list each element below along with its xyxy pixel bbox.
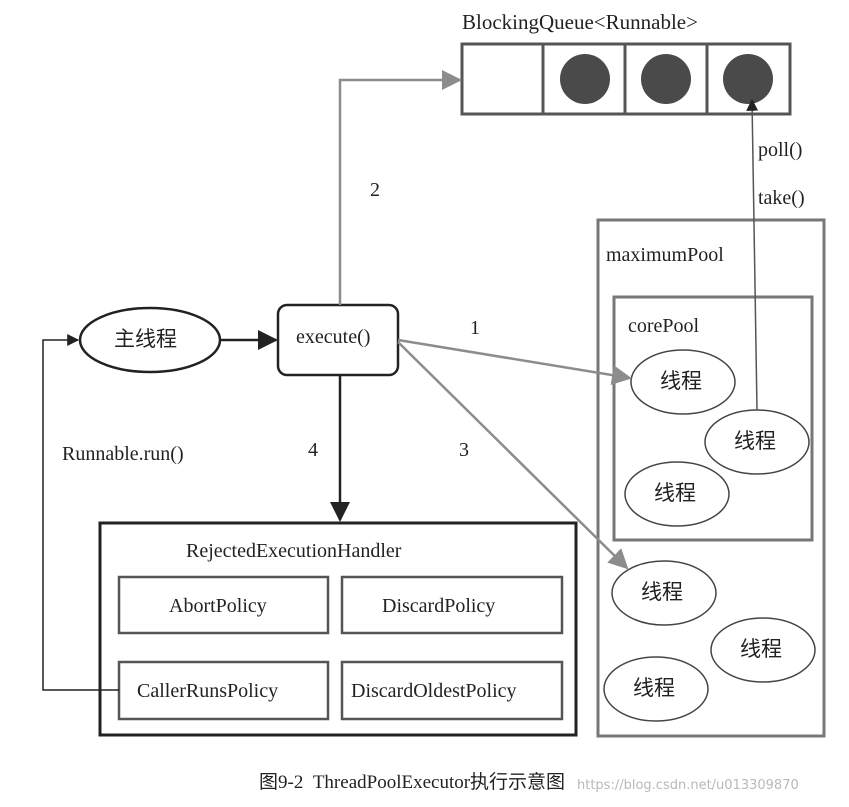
caller-runs-policy-label: CallerRunsPolicy (137, 680, 279, 702)
blocking-queue (460, 42, 792, 116)
step-1-label: 1 (470, 317, 480, 339)
extra-thread-label: 线程 (633, 676, 675, 700)
runnable-run-label: Runnable.run() (62, 443, 184, 465)
core-thread-label: 线程 (734, 429, 776, 453)
policy-box (340, 575, 564, 635)
figure-title: ThreadPoolExecutor执行示意图 (312, 772, 566, 793)
core-thread-label: 线程 (654, 481, 696, 505)
queue-task (641, 54, 691, 104)
maximum-pool-label: maximumPool (606, 244, 724, 266)
extra-thread (611, 560, 717, 626)
arrow-step-1 (397, 338, 632, 385)
queue-task (723, 54, 773, 104)
arrow-step-2 (338, 70, 462, 305)
core-thread-label: 线程 (660, 369, 702, 393)
watermark: https://blog.csdn.net/u013309870 (577, 778, 799, 793)
extra-thread-label: 线程 (641, 580, 683, 604)
policy-box (117, 660, 330, 721)
discard-oldest-policy-label: DiscardOldestPolicy (351, 680, 517, 702)
figure-caption: 图9-2 ThreadPoolExecutor执行示意图 (259, 773, 565, 792)
extra-thread (603, 656, 709, 722)
rejected-handler-title: RejectedExecutionHandler (186, 540, 402, 562)
queue-label: BlockingQueue<Runnable> (462, 10, 698, 34)
core-thread (624, 461, 730, 527)
policy-box (340, 660, 564, 721)
extra-thread-label: 线程 (740, 637, 782, 661)
arrow-caller-runs (42, 334, 119, 691)
core-pool-label: corePool (628, 315, 700, 337)
step-3-label: 3 (459, 439, 469, 461)
step-2-label: 2 (370, 179, 380, 201)
extra-thread (710, 617, 816, 683)
step-4-label: 4 (308, 439, 318, 461)
queue-task (560, 54, 610, 104)
discard-policy-label: DiscardPolicy (382, 595, 496, 617)
policy-box (117, 575, 330, 635)
poll-label: poll() (758, 139, 803, 161)
abort-policy-label: AbortPolicy (169, 595, 267, 617)
arrow-poll-take (746, 98, 759, 411)
arrow-step-3 (397, 341, 629, 570)
take-label: take() (758, 187, 805, 209)
execute-label: execute() (296, 326, 371, 348)
main-thread-label: 主线程 (114, 327, 177, 351)
figure-number: 图9-2 (259, 772, 304, 793)
